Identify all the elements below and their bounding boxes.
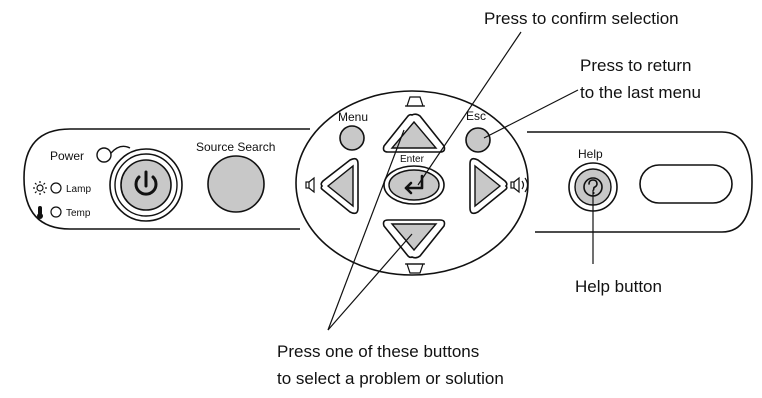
keystone-up-icon bbox=[405, 96, 425, 107]
confirm-leader-line bbox=[417, 31, 522, 186]
control-panel-body bbox=[23, 90, 753, 276]
select-callout-line1: Press one of these buttons bbox=[277, 342, 479, 361]
temp-led bbox=[50, 206, 62, 218]
lamp-label: Lamp bbox=[66, 184, 91, 195]
esc-label: Esc bbox=[466, 109, 486, 123]
help-section: Help bbox=[568, 147, 618, 212]
lamp-led bbox=[50, 182, 62, 194]
panel-outline-left bbox=[23, 128, 310, 230]
enter-label: Enter bbox=[400, 154, 425, 165]
source-search-label: Source Search bbox=[196, 140, 275, 154]
volume-down-icon bbox=[305, 176, 315, 194]
select-leader-line-up bbox=[327, 129, 405, 331]
return-leader-line bbox=[483, 89, 579, 139]
esc-section: Esc bbox=[465, 109, 491, 153]
left-arrow-button[interactable] bbox=[320, 157, 359, 215]
help-callout: Help button bbox=[575, 277, 662, 296]
menu-label: Menu bbox=[338, 110, 368, 124]
panel-outline-right bbox=[527, 131, 753, 233]
return-callout-line2: to the last menu bbox=[580, 83, 701, 102]
power-label: Power bbox=[50, 149, 84, 163]
power-housing bbox=[110, 145, 131, 154]
up-arrow-button[interactable] bbox=[382, 113, 446, 153]
menu-button[interactable] bbox=[339, 125, 365, 151]
down-arrow-button[interactable] bbox=[382, 219, 446, 259]
keystone-down-icon bbox=[405, 263, 425, 274]
volume-up-icon bbox=[510, 176, 529, 194]
return-callout-line1: Press to return bbox=[580, 56, 692, 75]
status-indicators: Lamp Temp bbox=[33, 181, 91, 219]
confirm-callout: Press to confirm selection bbox=[484, 9, 679, 28]
esc-button[interactable] bbox=[465, 127, 491, 153]
lamp-indicator-icon bbox=[33, 181, 47, 195]
enter-button[interactable] bbox=[388, 169, 440, 201]
callout-lines bbox=[327, 31, 594, 331]
power-section: Power bbox=[50, 145, 183, 222]
center-dpad-ellipse bbox=[295, 90, 529, 276]
source-search-button[interactable] bbox=[207, 155, 265, 213]
source-search-section: Source Search bbox=[196, 140, 275, 213]
right-arrow-button[interactable] bbox=[469, 157, 508, 215]
menu-section: Menu bbox=[338, 110, 368, 151]
power-indicator-ring bbox=[96, 147, 112, 163]
select-leader-line-down bbox=[327, 233, 413, 331]
temp-label: Temp bbox=[66, 208, 91, 219]
power-icon bbox=[134, 170, 158, 196]
display-window bbox=[639, 164, 733, 204]
thermometer-icon bbox=[37, 206, 43, 219]
help-label: Help bbox=[578, 147, 603, 161]
select-callout-line2: to select a problem or solution bbox=[277, 369, 504, 388]
enter-section: Enter bbox=[383, 154, 445, 205]
